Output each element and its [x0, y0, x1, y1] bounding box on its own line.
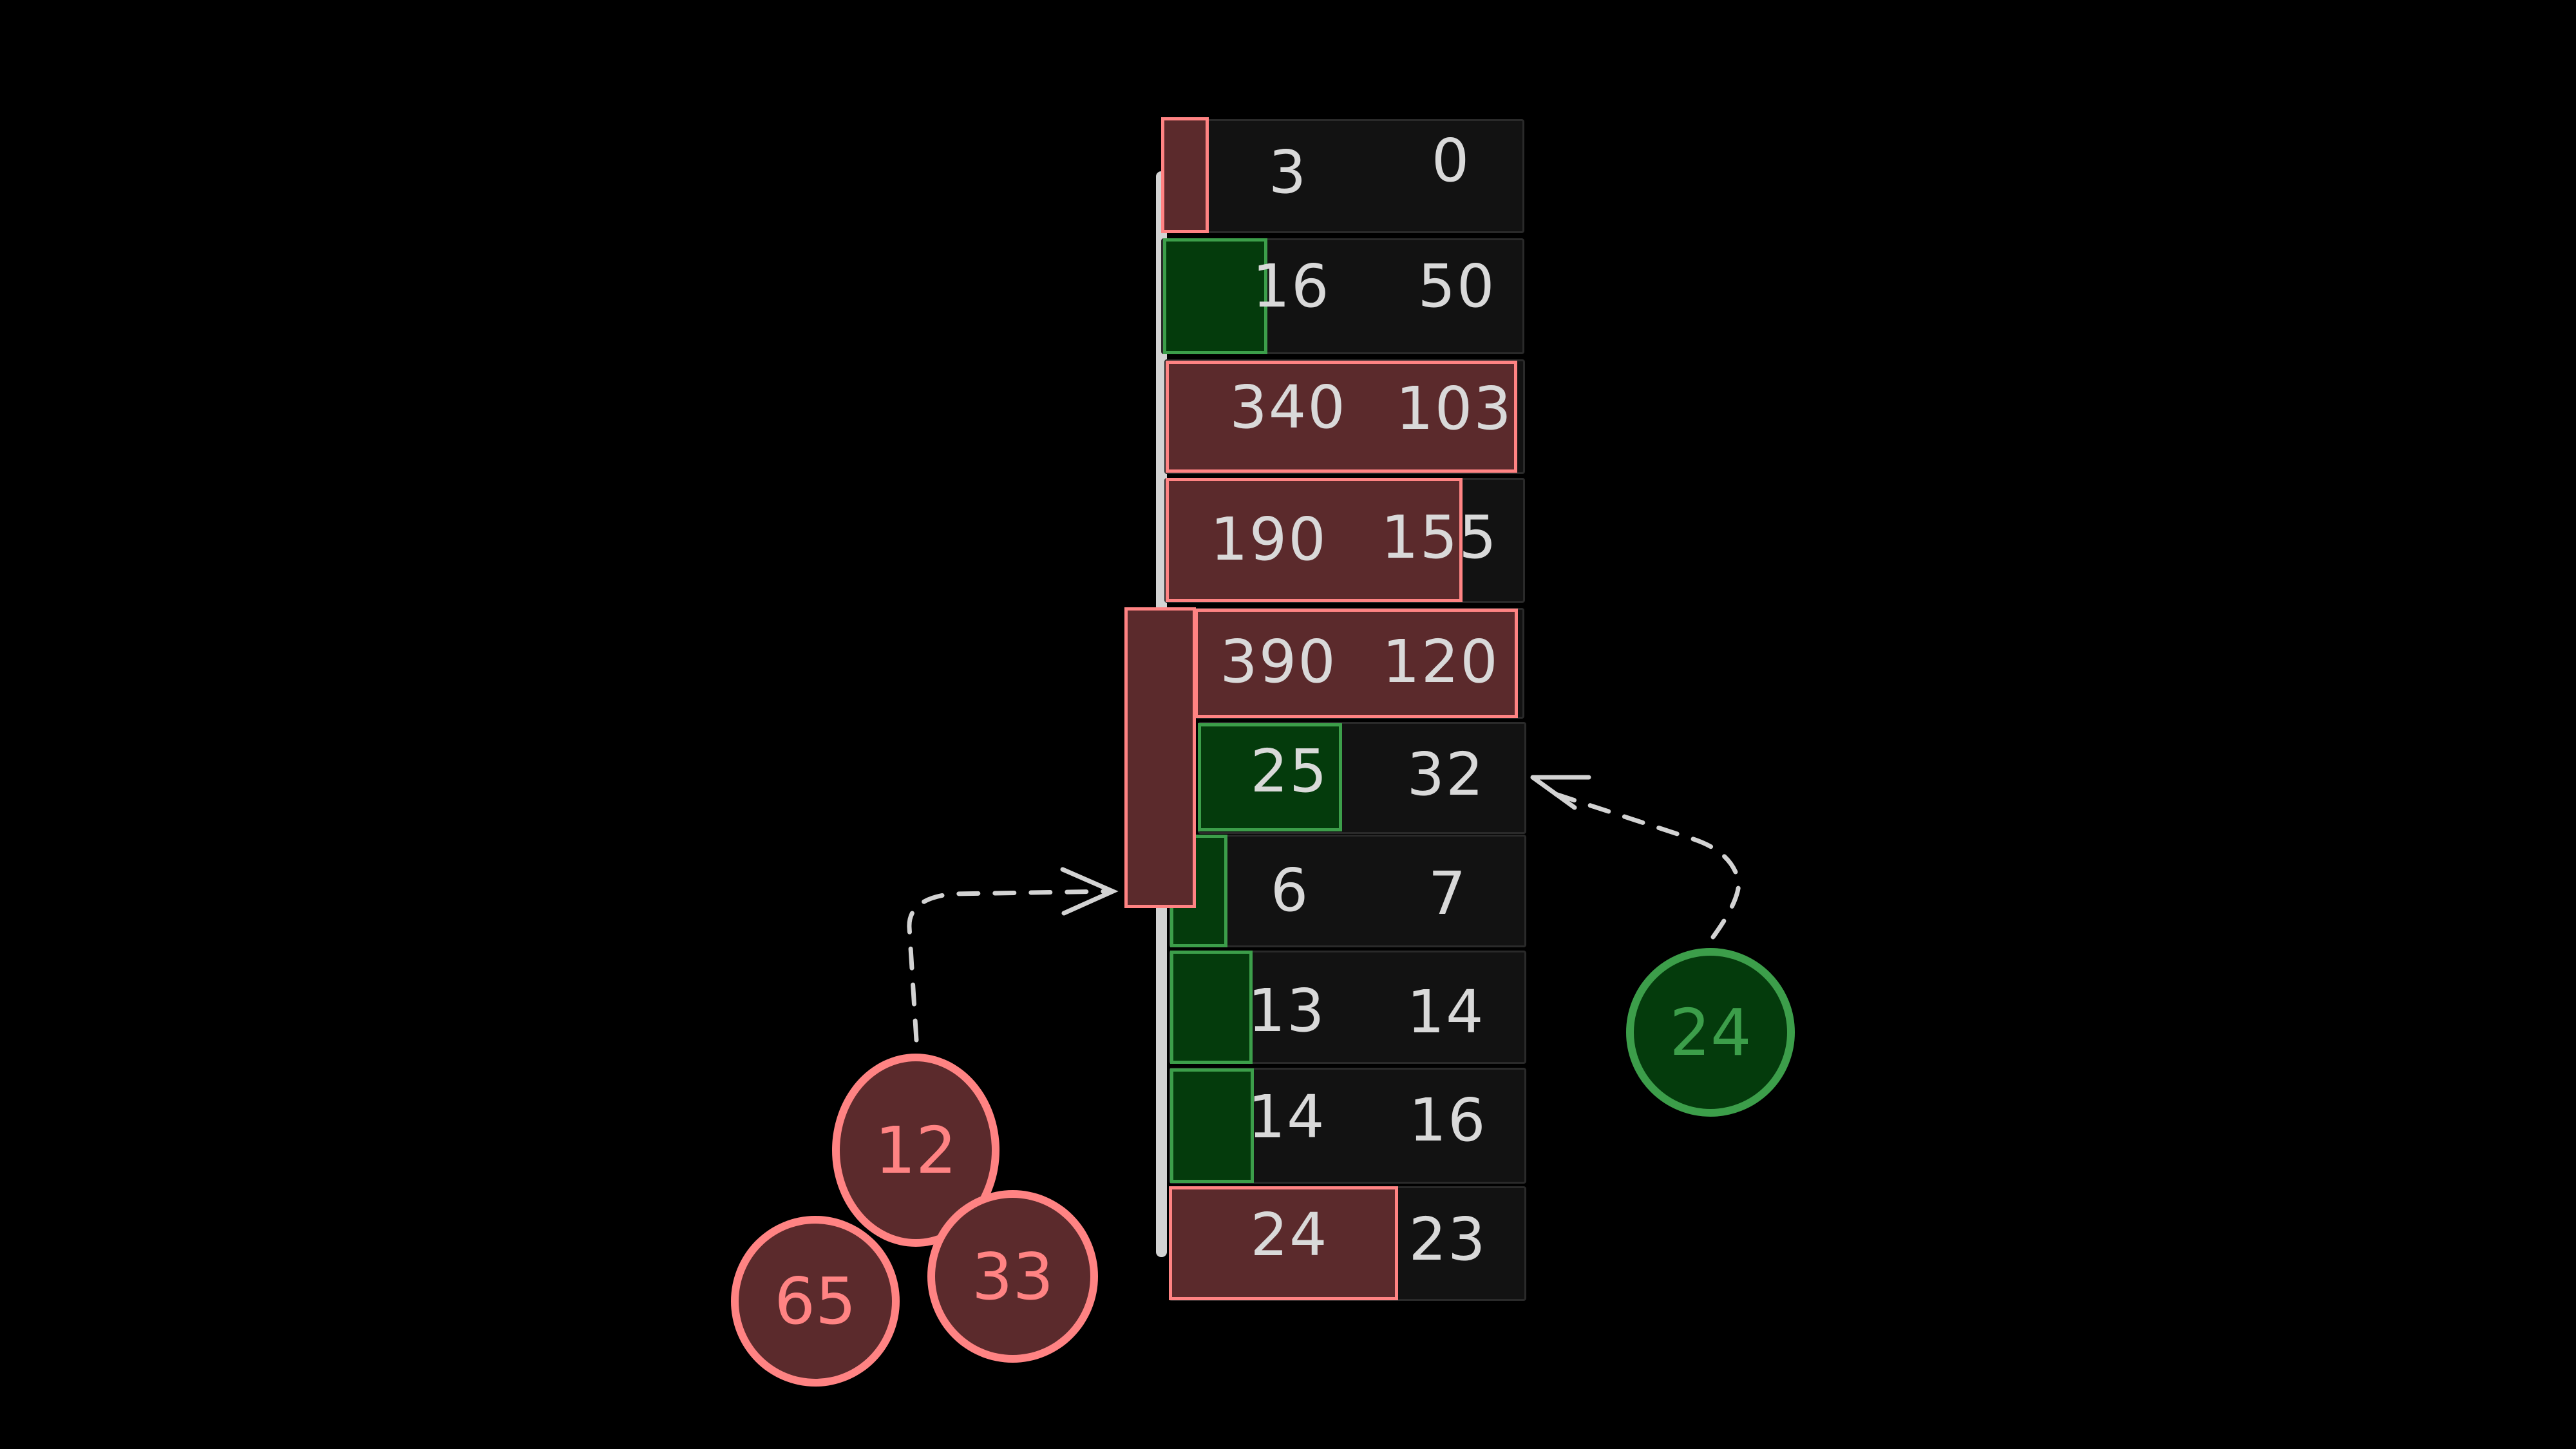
- bar-row-1: [1161, 117, 1209, 233]
- row-5-left-value: 390: [1220, 627, 1337, 696]
- red-circle-65: 65: [731, 1216, 900, 1387]
- green-circle-24-label: 24: [1669, 994, 1752, 1070]
- row-2-left-value: 16: [1252, 252, 1331, 321]
- row-6-right-value: 32: [1406, 740, 1485, 809]
- row-10-right-value: 23: [1408, 1205, 1487, 1274]
- row-9-left-value: 14: [1247, 1083, 1326, 1151]
- row-6-left-value: 25: [1250, 737, 1329, 806]
- row-7-left-value: 6: [1270, 856, 1310, 925]
- bar-row-4: [1166, 478, 1463, 602]
- bar-row-3: [1166, 361, 1517, 473]
- bar-row-5: [1195, 609, 1518, 718]
- arrowhead-left: [1060, 867, 1119, 916]
- row-3-left-value: 340: [1229, 373, 1347, 442]
- dashed-arrow-24-to-row6: [1543, 788, 1741, 940]
- row-3-right-value: 103: [1396, 374, 1513, 443]
- bar-row-10: [1169, 1186, 1398, 1300]
- red-circle-33-label: 33: [971, 1238, 1054, 1314]
- row-1-right-value: 0: [1431, 126, 1471, 195]
- row-4-right-value: 155: [1381, 503, 1498, 572]
- table-row-1: [1161, 119, 1524, 233]
- dashed-arrow-12-to-bar: [907, 889, 1113, 1043]
- row-9-right-value: 16: [1408, 1086, 1487, 1155]
- row-8-right-value: 14: [1406, 978, 1485, 1046]
- red-circle-65-label: 65: [774, 1264, 857, 1339]
- row-10-left-value: 24: [1250, 1200, 1329, 1269]
- bar-row-6: [1198, 723, 1342, 831]
- row-5-right-value: 120: [1382, 627, 1499, 696]
- table-row-7: [1169, 835, 1526, 947]
- red-circle-33: 33: [927, 1190, 1098, 1363]
- arrowhead-right: [1530, 775, 1591, 810]
- tall-red-bar: [1124, 607, 1196, 908]
- bar-row-2: [1163, 238, 1267, 354]
- row-4-left-value: 190: [1210, 505, 1327, 574]
- row-2-right-value: 50: [1417, 252, 1496, 321]
- row-8-left-value: 13: [1247, 976, 1326, 1045]
- row-7-right-value: 7: [1428, 859, 1468, 928]
- red-circle-12-label: 12: [875, 1112, 957, 1188]
- green-circle-24: 24: [1626, 948, 1795, 1117]
- bar-row-9: [1170, 1068, 1254, 1183]
- row-1-left-value: 3: [1268, 138, 1308, 207]
- bar-row-8: [1170, 951, 1253, 1064]
